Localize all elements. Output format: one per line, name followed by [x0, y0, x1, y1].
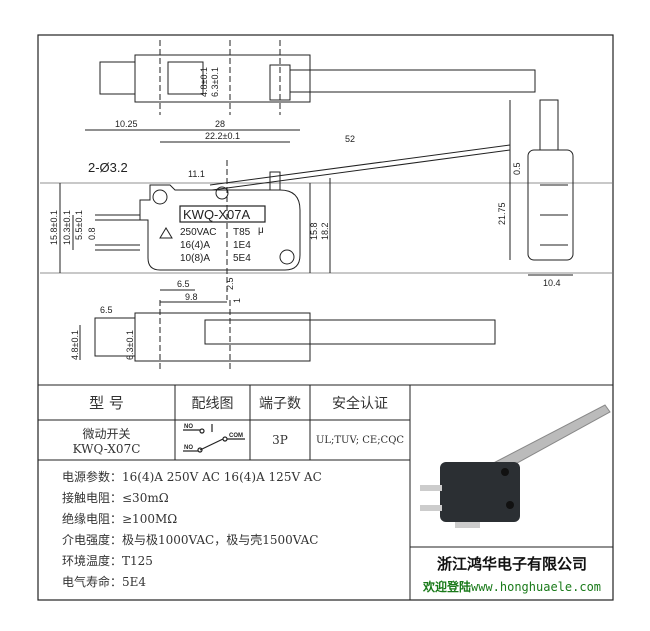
dim-side-10-4: 10.4 [543, 278, 561, 288]
dim-side-0-5: 0.5 [512, 162, 522, 175]
dim-5-5: 5.5±0.1 [74, 210, 84, 240]
dim-side-21-75: 21.75 [497, 202, 507, 225]
spec-life: 电气寿命：5E4 [62, 575, 147, 589]
label-life-2: 5E4 [233, 253, 251, 264]
dim-9-8: 9.8 [185, 292, 198, 302]
label-temp: T85 [233, 227, 251, 238]
wiring-no-1: NO [184, 424, 193, 430]
spec-temperature: 环境温度：T125 [62, 554, 153, 568]
label-micro: μ [258, 225, 264, 236]
spec-contact-resistance: 接触电阻：≤30mΩ [62, 491, 169, 505]
dim-bottom-6-3: 6.3±0.1 [125, 330, 135, 360]
welcome-text: 欢迎登陆 [422, 580, 471, 594]
wiring-com: COM [229, 433, 243, 439]
dim-bottom-6-5: 6.5 [100, 305, 113, 315]
dim-15-8: 15.8 [309, 222, 319, 240]
sheet-border [37, 34, 614, 601]
dim-2-5: 2.5 [225, 277, 235, 290]
label-current-2: 10(8)A [180, 253, 210, 264]
company-site: 欢迎登陆www.honghuaele.com [412, 578, 612, 595]
spec-dielectric: 介电强度：极与极1000VAC，极与壳1500VAC [62, 533, 319, 547]
model-code: KWQ-X07C [72, 441, 141, 456]
bottom-view [79, 300, 496, 370]
dim-bottom-4-8: 4.8±0.1 [70, 330, 80, 360]
dim-10-25: 10.25 [115, 119, 138, 129]
website-link[interactable]: www.honghuaele.com [470, 580, 602, 594]
dim-11-1: 11.1 [188, 169, 205, 179]
dim-top-4-8: 4.8±0.1 [199, 67, 209, 97]
header-model: 型 号 [89, 394, 124, 412]
dim-18-2: 18.2 [320, 222, 330, 240]
product-photo [420, 404, 611, 528]
side-view [509, 99, 574, 276]
dim-top-6-3: 6.3±0.1 [210, 67, 220, 97]
dim-10-3: 10.3±0.1 [62, 210, 72, 245]
header-certs: 安全认证 [332, 395, 388, 412]
dim-28: 28 [215, 119, 225, 129]
dim-22-2: 22.2±0.1 [205, 131, 240, 141]
wiring-diagram [183, 424, 245, 453]
cell-certs: UL;TUV; CE;CQC [315, 434, 405, 446]
cell-model: 微动开关 KWQ-X07C [38, 420, 175, 460]
dim-15-8-tol: 15.8±0.1 [49, 210, 59, 245]
label-current-1: 16(4)A [180, 240, 210, 251]
label-voltage: 250VAC [180, 227, 217, 238]
label-life-1: 1E4 [233, 240, 251, 251]
dim-hole: 2-Ø3.2 [88, 160, 128, 175]
front-view [40, 129, 612, 303]
spec-power: 电源参数：16(4)A 250V AC 16(4)A 125V AC [62, 470, 322, 484]
spec-insulation-resistance: 绝缘电阻：≥100MΩ [62, 512, 178, 526]
dim-0-8: 0.8 [87, 227, 97, 240]
wiring-no-2: NO [184, 445, 193, 451]
model-cn: 微动开关 [82, 426, 131, 441]
dim-52: 52 [345, 134, 355, 144]
dim-6-5: 6.5 [177, 279, 190, 289]
dim-1: 1 [232, 298, 242, 303]
cell-terminals: 3P [272, 433, 288, 447]
label-model: KWQ-X07A [183, 207, 251, 222]
header-terminals: 端子数 [259, 395, 301, 412]
top-view [99, 40, 536, 115]
company-name: 浙江鸿华电子有限公司 [436, 555, 587, 573]
header-wiring: 配线图 [191, 395, 234, 412]
